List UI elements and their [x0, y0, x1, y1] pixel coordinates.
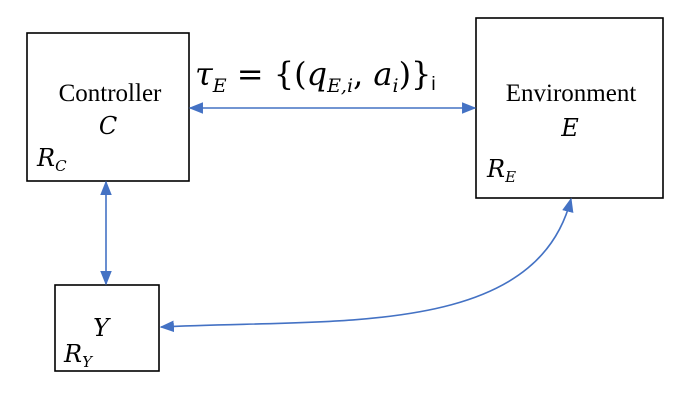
edge-environment-y[interactable]	[159, 197, 574, 333]
trajectory-formula: τE = {(qE,i, ai)}i	[195, 55, 436, 97]
environment-symbol: E	[560, 114, 579, 142]
y-region: RY	[63, 340, 94, 371]
y-node[interactable]: Y RY	[54, 284, 160, 372]
y-box[interactable]	[54, 284, 160, 372]
controller-label: Controller	[59, 80, 162, 107]
controller-node[interactable]: Controller C RC	[26, 32, 190, 182]
controller-symbol: C	[99, 112, 117, 140]
environment-node[interactable]: Environment E RE	[475, 17, 664, 199]
environment-label: Environment	[506, 80, 637, 107]
controller-region: RC	[36, 144, 67, 175]
environment-box[interactable]	[475, 17, 664, 199]
y-symbol: Y	[93, 314, 111, 342]
environment-region: RE	[486, 155, 516, 186]
controller-box[interactable]	[26, 32, 190, 182]
